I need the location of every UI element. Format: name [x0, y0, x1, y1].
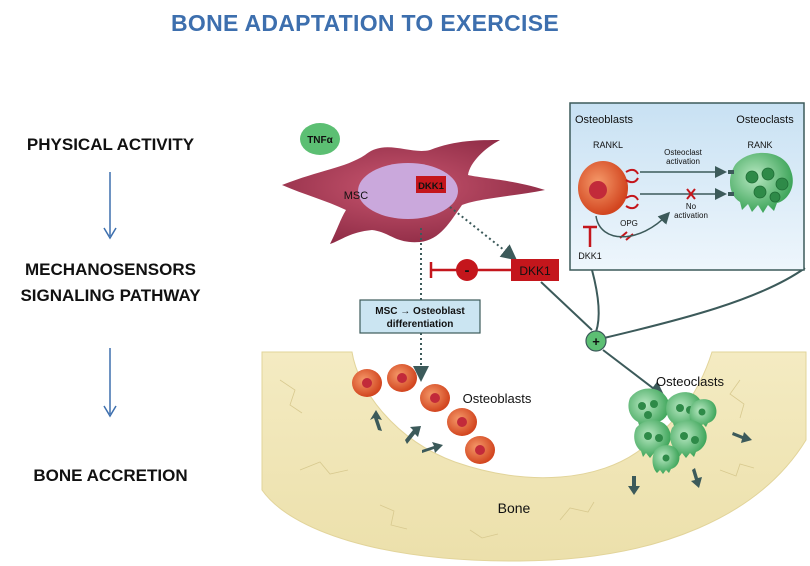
differentiation-line1: MSC → Osteoblast	[375, 306, 465, 317]
inset-rankl-label: RANKL	[593, 140, 623, 150]
step-bone-accretion: BONE ACCRETION	[8, 463, 213, 489]
step-physical-activity: PHYSICAL ACTIVITY	[8, 132, 213, 158]
osteoblasts-bone-label: Osteoblasts	[463, 391, 532, 406]
differentiation-box	[359, 299, 481, 334]
msc-label: MSC	[344, 190, 369, 202]
signaling-pathway-label: SIGNALING PATHWAY	[20, 286, 201, 305]
inset-osteoclast-nuclei	[745, 167, 789, 203]
inset-osteoblast-nucleus	[589, 181, 607, 199]
osteoblast-movement-arrows	[370, 410, 443, 453]
bone-label: Bone	[498, 500, 531, 516]
inset-osteoblasts-title: Osteoblasts	[575, 114, 634, 126]
tnfa-label: TNFα	[307, 135, 333, 146]
osteoblast-cells	[352, 364, 495, 464]
bone-accretion-label: BONE ACCRETION	[33, 466, 188, 485]
mechanosensors-label: MECHANOSENSORS	[25, 260, 196, 279]
inset-activation-line2: activation	[666, 157, 700, 166]
differentiation-line2: differentiation	[387, 319, 454, 330]
dkk1-signal-label: DKK1	[519, 264, 551, 278]
dkk1-signal-box	[511, 259, 559, 281]
dkk1-to-plus-line	[540, 281, 593, 331]
dkk1-nucleus-box	[416, 176, 446, 193]
osteoclast-movement-arrows	[628, 432, 752, 495]
physical-activity-label: PHYSICAL ACTIVITY	[26, 135, 195, 154]
msc-to-dkk1-dotted-arrow	[449, 206, 518, 261]
step-mechanosensors: MECHANOSENSORS SIGNALING PATHWAY	[8, 257, 213, 309]
minus-label: -	[465, 262, 470, 279]
minus-circle	[456, 259, 478, 281]
plus-label: +	[592, 334, 600, 349]
inset-opg-label: OPG	[620, 219, 638, 228]
inset-activation-line1: Osteoclast	[664, 148, 703, 157]
plus-circle	[585, 330, 607, 352]
inset-dkk1-label: DKK1	[578, 251, 602, 261]
inset-no-activation-line1: No	[686, 202, 697, 211]
osteoclast-cells	[628, 388, 717, 474]
rankl-receptor-icon	[625, 168, 639, 210]
osteoclasts-bone-label: Osteoclasts	[656, 374, 724, 389]
flow-arrow-down-icon	[103, 172, 117, 240]
dkk1-nucleus-label: DKK1	[418, 181, 445, 192]
no-activation-x-icon	[686, 188, 696, 200]
plus-to-osteoclasts-arrow	[602, 349, 666, 398]
bone-cracks	[279, 379, 755, 539]
flow-arrow-down-icon	[103, 348, 117, 418]
rank-receptor-icon	[728, 170, 734, 196]
inset-osteoclasts-title: Osteoclasts	[736, 114, 794, 126]
inset-opg-curve-arrow	[595, 211, 671, 238]
page-title: BONE ADAPTATION TO EXERCISE	[170, 10, 560, 36]
inset-to-plus-curve-right	[603, 267, 806, 339]
inset-to-plus-curve-left	[591, 269, 600, 333]
bone-shape	[261, 351, 807, 562]
inset-rank-label: RANK	[747, 140, 772, 150]
tnfa-bubble	[300, 123, 340, 155]
inset-no-activation-line2: activation	[674, 211, 708, 220]
